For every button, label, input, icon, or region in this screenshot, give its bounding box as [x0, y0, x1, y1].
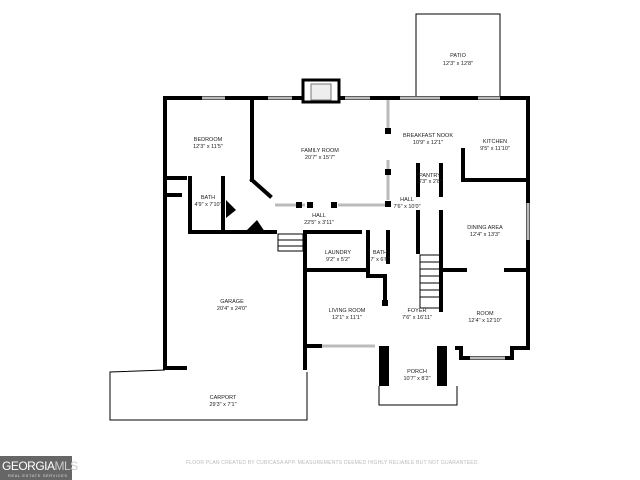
fireplace-hearth [310, 83, 332, 101]
hall-main-label: HALL [312, 213, 326, 219]
porch-size: 10'7" x 8'2" [403, 376, 430, 382]
windows [202, 96, 530, 360]
logo-brand-main: GEORGIA [2, 459, 55, 473]
laundry-label: LAUNDRY [325, 250, 352, 256]
bath-fixture [226, 200, 236, 218]
patio-size: 12'3" x 12'8" [443, 61, 473, 67]
porch-column-left [379, 346, 389, 386]
bath-1-label: BATH [201, 195, 215, 201]
kitchen-label: KITCHEN [483, 139, 507, 145]
logo-tagline: REAL ESTATE SERVICES [8, 473, 68, 478]
disclaimer: FLOOR PLAN CREATED BY CUBICASA APP. MEAS… [186, 460, 480, 466]
living-room-size: 12'1" x 11'1" [332, 315, 362, 321]
room-label: ROOM [476, 311, 494, 317]
foyer-size: 7'6" x 16'11" [402, 315, 432, 321]
room-size: 12'4" x 12'10" [468, 318, 501, 324]
porch-label: PORCH [407, 369, 427, 375]
carport-label: CARPORT [210, 395, 237, 401]
bath-2-label: BATH [373, 250, 387, 256]
laundry-size: 9'2" x 5'2" [326, 257, 350, 263]
hall-fixture [245, 220, 265, 232]
patio-label: PATIO [450, 53, 466, 59]
porch-column-right [437, 346, 447, 386]
bath-1-size: 4'9" x 7'10" [194, 202, 221, 208]
hall-upper-label: HALL [400, 197, 414, 203]
porch-outline [378, 386, 458, 406]
pantry-label: PANTRY [419, 173, 441, 179]
pantry-size: 3'3" x 2'8" [418, 179, 442, 185]
breakfast-nook-label: BREAKFAST NOOK [403, 133, 453, 139]
kitchen-size: 9'5" x 11'10" [480, 146, 510, 152]
georgia-mls-logo: GEORGIAMLS REAL ESTATE SERVICES [0, 456, 78, 480]
stairs [277, 233, 441, 309]
carport-size: 29'3" x 7'1" [209, 402, 236, 408]
family-room-label: FAMILY ROOM [301, 148, 339, 154]
bedroom-size: 12'3" x 11'5" [193, 144, 223, 150]
bath-2-size: 7' x 6'6" [370, 257, 389, 263]
dining-area-label: DINING AREA [467, 225, 503, 231]
posts [296, 128, 391, 306]
hall-main-size: 22'5" x 3'11" [304, 220, 334, 226]
foyer-label: FOYER [408, 308, 427, 314]
garage-size: 20'4" x 24'0" [217, 306, 247, 312]
breakfast-nook-size: 10'9" x 12'1" [413, 140, 443, 146]
logo-brand-accent: MLS [54, 459, 79, 473]
bedroom-label: BEDROOM [194, 137, 223, 143]
living-room-label: LIVING ROOM [329, 308, 366, 314]
hall-upper-size: 7'6" x 10'0" [393, 204, 420, 210]
family-room-size: 20'7" x 15'7" [305, 155, 335, 161]
dining-area-size: 12'4" x 13'3" [470, 232, 500, 238]
carport-outline [109, 369, 308, 421]
garage-label: GARAGE [220, 299, 244, 305]
